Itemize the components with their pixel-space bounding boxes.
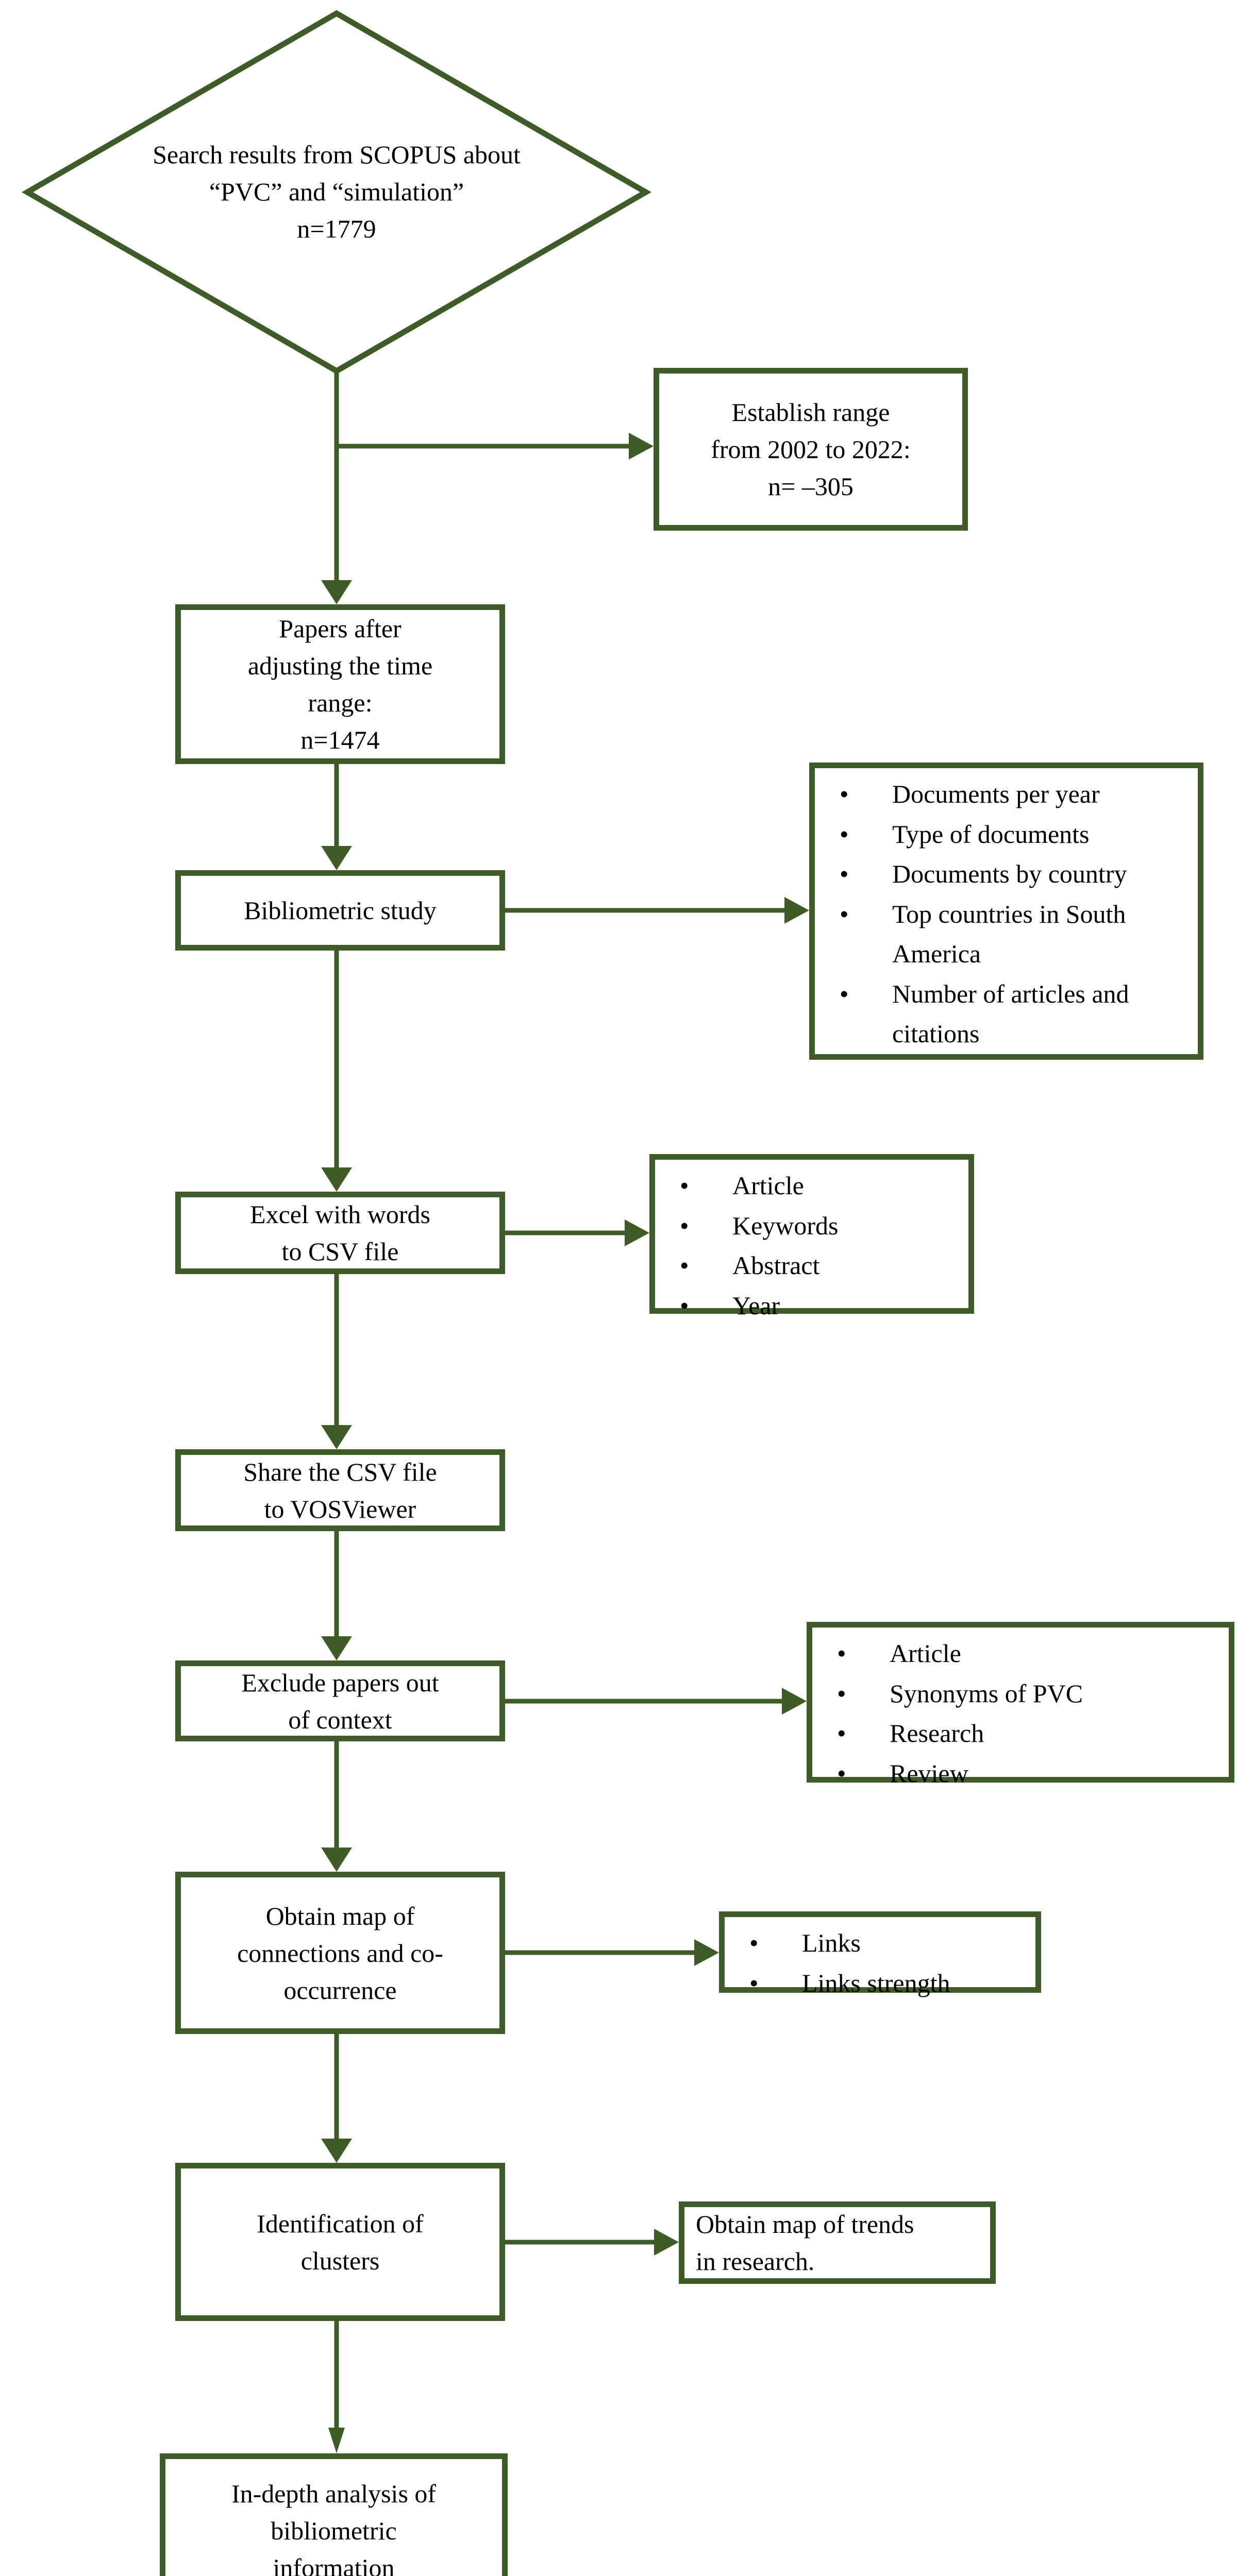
list-item: Research	[812, 1714, 1229, 1754]
list-item: Year	[655, 1286, 968, 1326]
node-exclusion-criteria-list: ArticleSynonyms of PVCResearchReview	[807, 1622, 1234, 1793]
arrowhead	[321, 1167, 352, 1192]
arrowhead	[321, 2139, 352, 2163]
arrowhead	[321, 1425, 352, 1449]
arrowhead	[782, 1688, 807, 1715]
list-item: Keywords	[655, 1206, 968, 1246]
list-item: Article	[812, 1634, 1229, 1674]
node-csv-fields-list: ArticleKeywordsAbstractYear	[649, 1154, 974, 1326]
arrowhead	[784, 897, 809, 924]
list-item: Top countries in South America	[815, 894, 1198, 974]
list-item: Review	[812, 1754, 1229, 1794]
arrowhead	[321, 1848, 352, 1872]
node-bibliometric-outputs-list: Documents per yearType of documentsDocum…	[809, 762, 1203, 1060]
node-scopus-search: Search results from SCOPUS about “PVC” a…	[153, 140, 521, 243]
arrowhead	[321, 1636, 352, 1660]
node-exclude-papers: Exclude papers out of context	[175, 1660, 505, 1741]
node-map-of-connections: Obtain map of connections and co- occurr…	[175, 1872, 505, 2034]
node-excel-to-csv: Excel with words to CSV file	[175, 1192, 505, 1274]
node-identification-of-clusters: Identification of clusters	[175, 2163, 505, 2321]
list-item: Links	[725, 1923, 1035, 1963]
arrowhead	[328, 2428, 345, 2453]
list-item: Type of documents	[815, 815, 1198, 855]
list-item: Number of articles and citations	[815, 974, 1198, 1054]
node-share-csv-vosviewer: Share the CSV file to VOSViewer	[175, 1449, 505, 1531]
node-establish-range: Establish range from 2002 to 2022: n= –3…	[654, 368, 968, 531]
arrowhead	[321, 580, 352, 604]
node-bibliometric-study: Bibliometric study	[175, 870, 505, 951]
diamond-shape	[22, 10, 651, 375]
node-in-depth-analysis: In-depth analysis of bibliometric inform…	[160, 2453, 508, 2576]
arrowhead	[629, 433, 654, 460]
arrowhead	[654, 2229, 679, 2256]
arrowhead	[625, 1219, 649, 1246]
list-item: Documents per year	[815, 774, 1198, 815]
node-links-metrics-list: LinksLinks strength	[719, 1911, 1041, 2003]
list-item: Abstract	[655, 1246, 968, 1286]
list-item: Documents by country	[815, 854, 1198, 894]
arrowhead	[321, 846, 352, 870]
node-map-of-trends: Obtain map of trends in research.	[679, 2201, 996, 2284]
node-papers-after-adjusting: Papers after adjusting the time range: n…	[175, 604, 505, 764]
list-item: Links strength	[725, 1963, 1035, 2004]
list-item: Synonyms of PVC	[812, 1674, 1229, 1714]
arrowhead	[694, 1939, 719, 1966]
list-item: Article	[655, 1166, 968, 1206]
